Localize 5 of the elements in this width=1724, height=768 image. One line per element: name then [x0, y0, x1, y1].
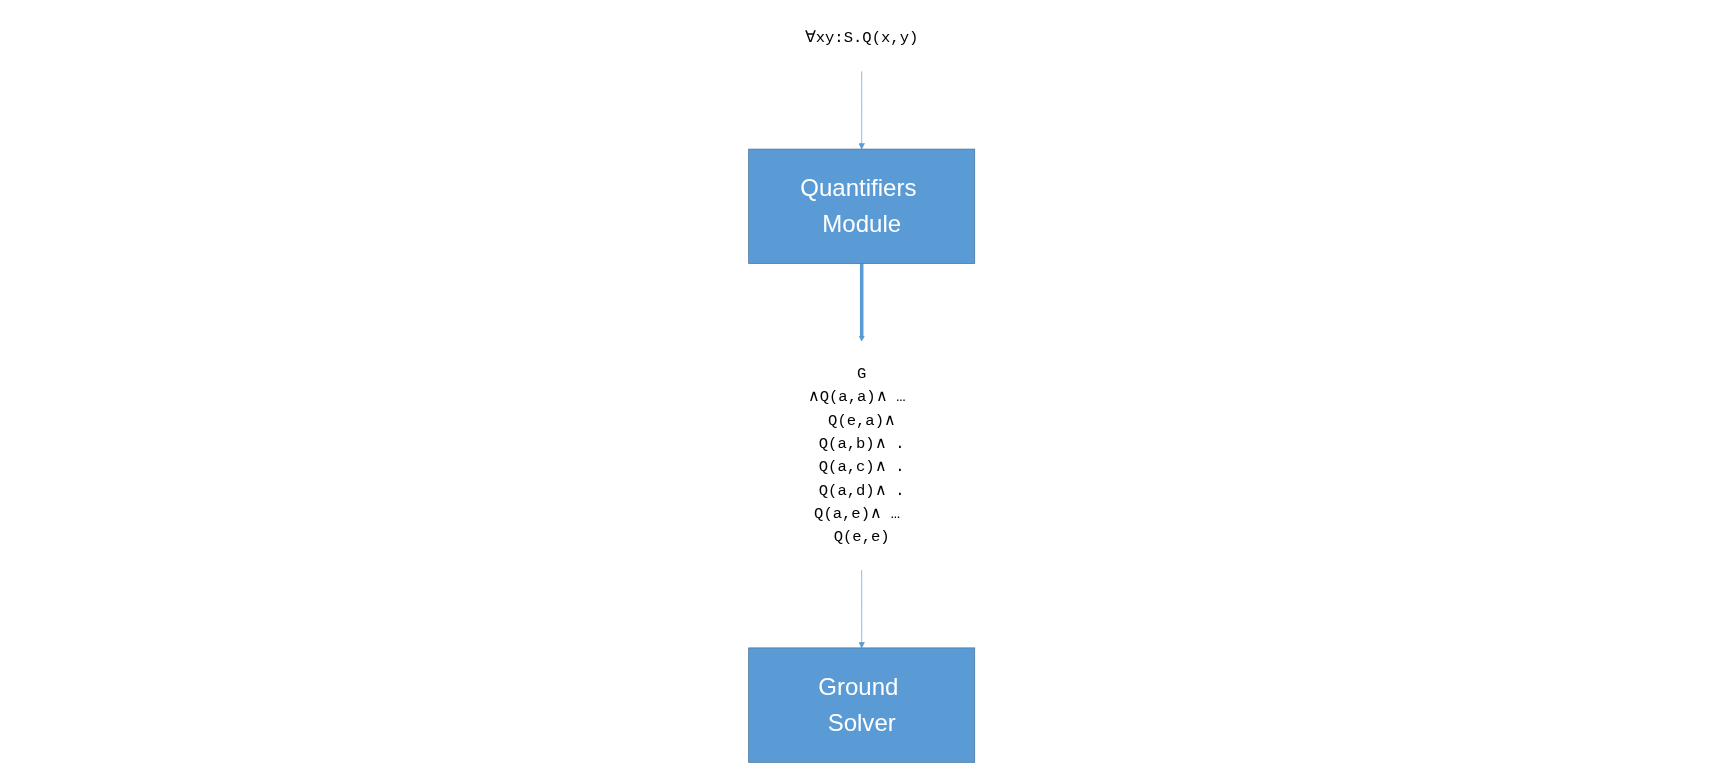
node-text: G ∧Q(a,a)∧ … Q(e,a)∧ Q(a,b)∧ . Q(a,c)∧ . Q(a,d)∧ . Q(a,e)∧ … Q(e,e)	[808, 365, 906, 547]
arrow	[858, 263, 866, 342]
node-box: Ground Solver	[748, 647, 976, 763]
node-text: ∀xy:S.Q(x,y)	[805, 29, 919, 48]
node-box: Quantifiers Module	[748, 148, 976, 264]
